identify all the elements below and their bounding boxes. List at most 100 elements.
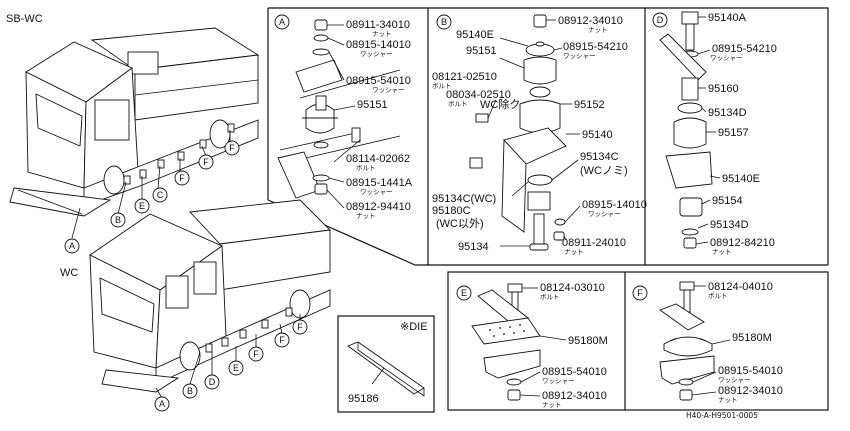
e-label-2: 08915-54010: [542, 366, 607, 378]
f-label-3: 08912-34010: [718, 385, 783, 397]
d-label-5: 95140E: [722, 173, 760, 185]
svg-text:B: B: [115, 215, 121, 225]
f-label-0: 08124-04010: [708, 281, 773, 293]
a-bolt: [351, 127, 361, 143]
panel-e: E 08124-03010 ボルト 95180M 08915-54010 ワッシ…: [456, 282, 608, 409]
callout-sbwc-0: A: [64, 238, 80, 254]
callouts-wc: A B D E F F F: [154, 319, 308, 412]
panel-a: A 08911-34010 ナット 08915-14010 ワッシャー 0891…: [274, 14, 413, 220]
d-label-2: 95160: [708, 83, 739, 95]
a-washer-1: [313, 34, 329, 42]
b-label-4: 08121-02510: [432, 71, 497, 83]
b-label-1: 95140E: [456, 29, 494, 41]
svg-text:ナット: ナット: [588, 26, 608, 34]
die-box: ※DIE 95186: [347, 321, 428, 405]
f-label-1: 95180M: [732, 332, 772, 344]
svg-text:ナット: ナット: [372, 30, 392, 38]
a-nut-top: [314, 19, 328, 31]
d-bolt-head: [681, 11, 699, 25]
svg-text:ボルト: ボルト: [540, 293, 560, 301]
truck-sb-wc: [9, 27, 260, 239]
d-cushion-upper: [673, 117, 707, 149]
svg-text:ワッシャー: ワッシャー: [563, 52, 596, 60]
a-washer-3: [313, 141, 329, 149]
f-label-2: 08915-54010: [718, 365, 783, 377]
svg-text:D: D: [657, 15, 664, 25]
callout-sbwc-3: C: [152, 187, 168, 203]
wc-rear-wheel: [289, 289, 311, 319]
svg-text:ナット: ナット: [718, 396, 738, 404]
cab-windshield: [35, 93, 83, 147]
panel-a-letter: A: [274, 14, 290, 30]
d-label-7: 95134D: [710, 219, 749, 231]
callouts-sb-wc: A B E C F F F: [64, 140, 240, 254]
truck-wc: [89, 199, 331, 399]
panel-d: D 95140A 08915-54210 ワッシャー 95160 95134D …: [652, 11, 777, 256]
callout-sbwc-2: E: [134, 198, 150, 214]
svg-text:ナット: ナット: [564, 248, 584, 256]
callout-sbwc-4: F: [174, 170, 190, 186]
svg-text:ボルト: ボルト: [708, 292, 728, 300]
d-label-1: 08915-54210: [712, 43, 777, 55]
a-mount-rubber: [305, 103, 335, 134]
bed-box: [127, 51, 159, 75]
f-cushion: [663, 336, 713, 357]
a-washer-2: [312, 48, 330, 56]
upper-panels-frame: [268, 7, 829, 265]
drawing-id: H40-A-H9501-0005: [686, 411, 758, 420]
panel-f: F 08124-04010 ボルト 95180M 08915-54010 ワッシ…: [632, 281, 783, 404]
b-label-13: (WC以外): [436, 217, 484, 230]
a-label-2: 08915-54010: [346, 75, 411, 87]
a-label-4: 08114-02062: [346, 153, 410, 165]
b-label-14: 08915-14010: [582, 199, 647, 211]
d-frame-bracket: [665, 151, 713, 189]
e-label-1: 95180M: [568, 335, 608, 347]
a-label-0: 08911-34010: [346, 19, 410, 31]
d-sleeve: [681, 77, 699, 101]
b-label-6: WC除ク: [480, 97, 520, 111]
svg-text:ボルト: ボルト: [356, 164, 376, 172]
e-label-0: 08124-03010: [540, 282, 605, 294]
b-label-11: 95134C(WC): [432, 193, 496, 205]
wc-window-2: [193, 261, 217, 295]
svg-text:ナット: ナット: [356, 212, 376, 220]
callout-wc-4: F: [248, 346, 264, 362]
e-pad: [471, 317, 541, 345]
svg-text:ナット: ナット: [542, 401, 562, 409]
panel-d-letter: D: [652, 12, 668, 28]
d-label-4: 95157: [718, 127, 749, 139]
svg-text:ボルト: ボルト: [432, 82, 452, 90]
svg-text:E: E: [139, 201, 145, 211]
e-bolt-head: [507, 283, 523, 293]
svg-text:F: F: [179, 173, 185, 183]
d-label-3: 95134D: [708, 107, 747, 119]
a-stud: [315, 95, 327, 111]
d-bracket-upper: [659, 33, 707, 81]
a-label-5: 08915-1441A: [346, 177, 413, 189]
d-cushion-lower: [679, 197, 703, 217]
b-label-15: 95134: [458, 241, 489, 253]
a-bracket: [295, 59, 343, 93]
b-label-5: 08034-02510: [446, 89, 511, 101]
front-wheel: [103, 165, 125, 195]
b-label-12: 95180C: [432, 205, 471, 217]
d-plate-2: [681, 228, 699, 236]
svg-text:A: A: [159, 399, 165, 409]
b-bolt-small: [475, 113, 489, 123]
svg-text:ワッシャー: ワッシャー: [542, 377, 575, 385]
die-part-label: 95186: [348, 393, 379, 405]
callout-sbwc-1: B: [110, 212, 126, 228]
die-box-title: ※DIE: [400, 321, 428, 333]
b-bracket-side: [501, 138, 527, 233]
f-frame-bracket: [659, 355, 715, 385]
wc-windshield: [99, 277, 155, 333]
f-bracket-upper: [659, 303, 705, 331]
svg-text:B: B: [441, 17, 447, 27]
panel-b: B 08912-34010 ナット 95140E 08915-542: [432, 14, 647, 256]
b-label-10: (WCノミ): [580, 165, 628, 177]
d-label-8: 08912-84210: [710, 237, 775, 249]
a-label-1: 08915-14010: [346, 39, 411, 51]
f-nut: [679, 389, 693, 401]
b-label-7: 95152: [574, 99, 605, 111]
